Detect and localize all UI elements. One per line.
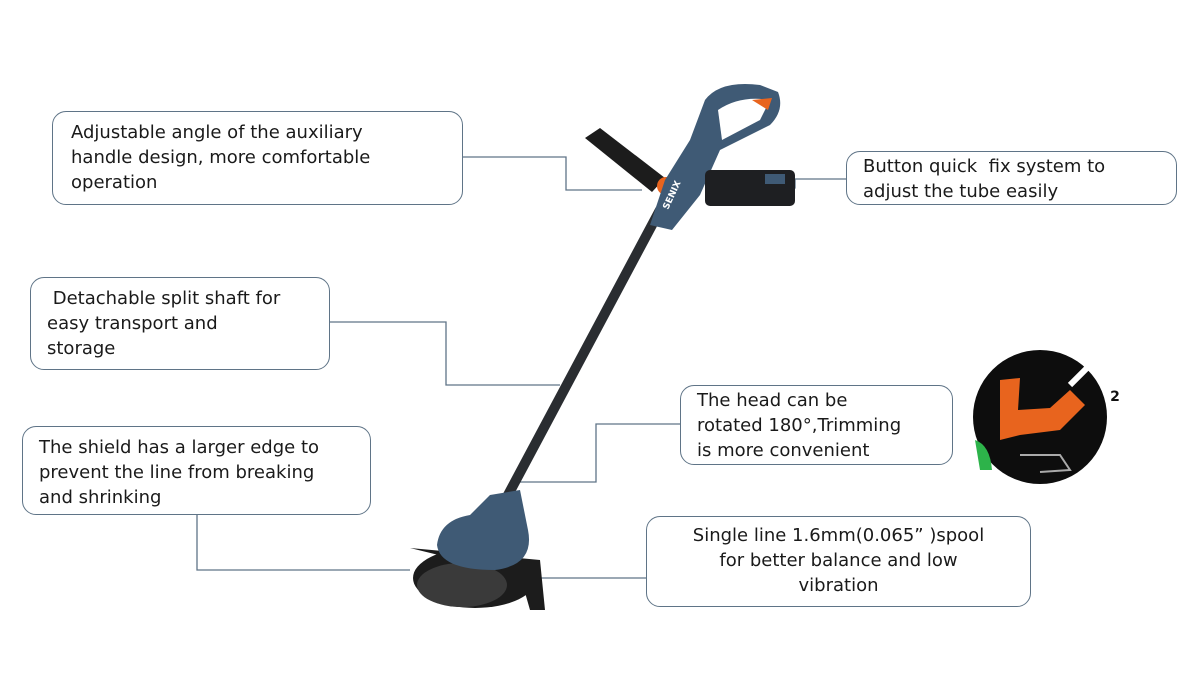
step-number: 2 [1110,389,1120,405]
callout-text: easy transport and [47,313,218,334]
callout-text: Button quick fix system to [863,156,1106,177]
callout-spool: Single line 1.6mm(0.065” )spool for bett… [646,516,1031,607]
callout-text: The head can be [697,390,848,411]
callout-split-shaft: Detachable split shaft for easy transpor… [30,277,330,370]
auxiliary-handle [585,128,665,192]
connector-head-rotate [520,423,680,483]
step-number-badge [1105,385,1125,405]
connector-split-shaft [329,321,560,386]
shaft [503,205,665,500]
handle-grip-gap [718,98,770,140]
callout-text: Detachable split shaft for [47,288,281,309]
callout-text: operation [71,172,158,193]
callout-quick-fix: Button quick fix system to adjust the tu… [846,151,1177,205]
callout-text: is more convenient [697,440,870,461]
callout-text: adjust the tube easily [863,181,1059,202]
callout-text: Single line 1.6mm(0.065” )spool [692,525,985,546]
callout-aux-handle: Adjustable angle of the auxiliary handle… [52,111,463,205]
callout-text: vibration [798,575,879,596]
connector-aux-handle [462,156,642,191]
callout-head-rotate: The head can be rotated 180°,Trimming is… [680,385,953,465]
trigger [752,98,772,110]
connector-lines [196,156,846,579]
callout-text: for better balance and low [719,550,958,571]
callout-text: rotated 180°,Trimming [697,415,902,436]
callout-text: storage [47,338,116,359]
callout-text: and shrinking [39,487,162,508]
callout-text: The shield has a larger edge to [39,437,320,458]
connector-shield [196,514,410,571]
callout-text: Adjustable angle of the auxiliary [71,122,363,143]
motor-head [437,490,530,570]
callout-shield: The shield has a larger edge to prevent … [22,426,371,515]
rotation-detail-inset: 2 [973,350,1125,484]
callout-text: prevent the line from breaking [39,462,315,483]
callout-text: handle design, more comfortable [71,147,371,168]
